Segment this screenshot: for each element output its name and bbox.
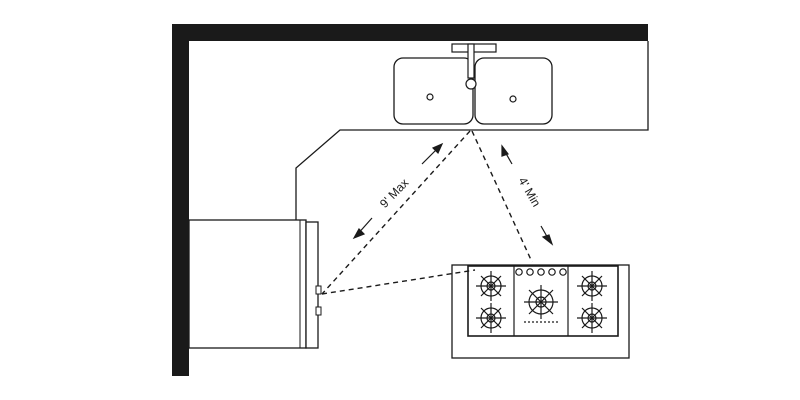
- work-triangle: [321, 130, 533, 295]
- burner-front-right: [577, 303, 607, 333]
- top-wall: [172, 24, 648, 41]
- dimension-4-min: [501, 144, 554, 246]
- triangle-leg-fridge-to-cooktop: [321, 269, 476, 295]
- sink-left-bowl: [393, 57, 474, 125]
- knob-1: [515, 268, 523, 276]
- left-wall: [172, 24, 189, 376]
- cooktop-knobs: [515, 268, 567, 276]
- arrow-4-min-upper-head: [501, 144, 509, 157]
- arrow-4-min-lower-head: [541, 234, 554, 246]
- triangle-leg-sink-to-fridge: [321, 130, 471, 295]
- walls: [172, 24, 648, 376]
- dimension-9-max: [352, 142, 444, 240]
- knob-3: [537, 268, 545, 276]
- sink-right-drain: [509, 95, 517, 103]
- fridge-door-panel: [305, 221, 319, 349]
- burner-back-right: [577, 271, 607, 301]
- sink-right-bowl: [474, 57, 553, 125]
- cooktop-surface: [467, 265, 619, 337]
- label-9-max: 9' Max: [377, 176, 411, 211]
- sink: [393, 43, 553, 125]
- sink-left-drain: [426, 93, 434, 101]
- fridge-handle-top: [315, 285, 322, 295]
- triangle-leg-sink-to-cooktop: [471, 130, 533, 263]
- label-4-min: 4' Min: [515, 175, 543, 209]
- counter-outline: [295, 41, 649, 220]
- fridge-handle-bottom: [315, 306, 322, 316]
- knob-4: [548, 268, 556, 276]
- burner-center: [524, 285, 558, 323]
- arrow-9-max-upper-head: [431, 142, 444, 155]
- refrigerator: [188, 219, 322, 349]
- faucet-spout: [465, 78, 477, 90]
- burner-front-left: [476, 303, 506, 333]
- knob-5: [559, 268, 567, 276]
- burner-back-left: [476, 271, 506, 301]
- cooktop: [451, 264, 630, 359]
- knob-2: [526, 268, 534, 276]
- arrow-9-max-lower-head: [352, 228, 366, 240]
- fridge-body: [188, 219, 307, 349]
- faucet-neck: [467, 43, 475, 79]
